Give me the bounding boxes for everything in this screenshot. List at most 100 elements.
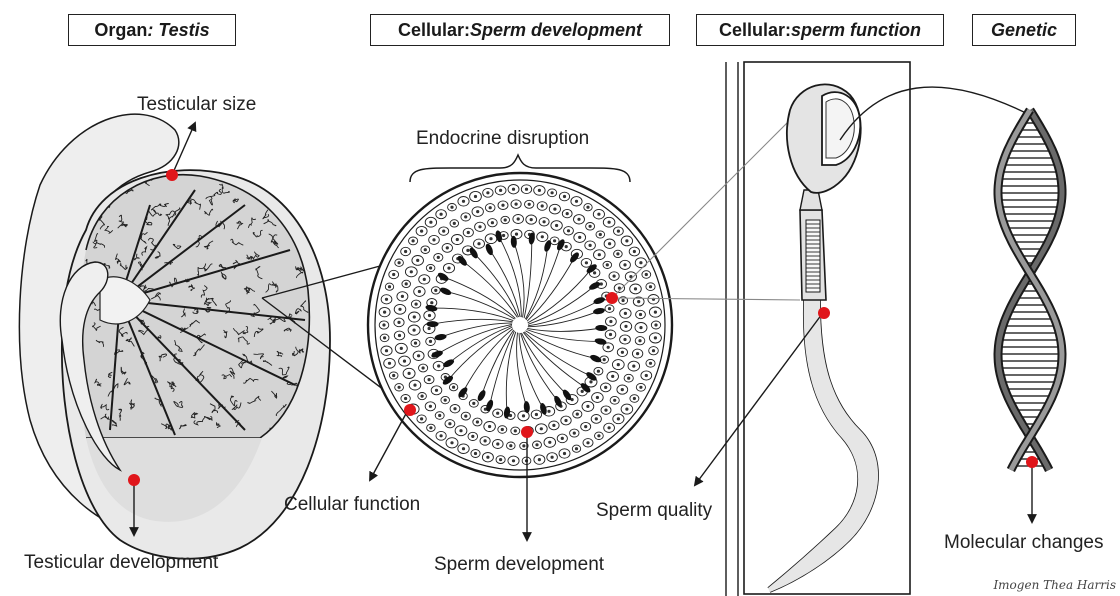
germ-cell-nucleus bbox=[541, 235, 544, 238]
germ-cell-nucleus bbox=[578, 236, 581, 239]
germ-cell-nucleus bbox=[474, 195, 477, 198]
germ-cell-nucleus bbox=[621, 351, 624, 354]
germ-cell-nucleus bbox=[476, 210, 479, 213]
germ-cell-nucleus bbox=[525, 188, 528, 191]
germ-cell-nucleus bbox=[414, 342, 417, 345]
germ-cell-nucleus bbox=[563, 195, 566, 198]
germ-cell-nucleus bbox=[447, 267, 450, 270]
germ-cell-nucleus bbox=[633, 250, 636, 253]
germ-cell-nucleus bbox=[564, 419, 567, 422]
germ-cell-nucleus bbox=[581, 390, 584, 393]
germ-cell-nucleus bbox=[444, 399, 447, 402]
germ-cell-nucleus bbox=[501, 204, 504, 207]
germ-cell-nucleus bbox=[638, 339, 641, 342]
germ-cell-nucleus bbox=[608, 307, 611, 310]
germ-cell-nucleus bbox=[541, 204, 544, 207]
germ-cell-nucleus bbox=[388, 362, 391, 365]
germ-cell-nucleus bbox=[499, 458, 502, 461]
germ-cell-nucleus bbox=[617, 230, 620, 233]
germ-cell-nucleus bbox=[586, 405, 589, 408]
germ-cell-nucleus bbox=[471, 435, 474, 438]
marker-sperm-quality bbox=[818, 307, 830, 319]
germ-cell-nucleus bbox=[538, 458, 541, 461]
germ-cell-nucleus bbox=[639, 313, 642, 316]
germ-cell-nucleus bbox=[609, 320, 612, 323]
germ-cell-nucleus bbox=[551, 456, 554, 459]
germ-cell-nucleus bbox=[398, 261, 401, 264]
germ-cell-nucleus bbox=[504, 218, 507, 221]
germ-cell-nucleus bbox=[608, 221, 611, 224]
germ-cell-nucleus bbox=[385, 298, 388, 301]
germ-cell-nucleus bbox=[437, 256, 440, 259]
germ-cell-nucleus bbox=[404, 250, 407, 253]
germ-cell-nucleus bbox=[586, 206, 589, 209]
marker-sperm-development bbox=[521, 426, 533, 438]
germ-cell-nucleus bbox=[472, 402, 475, 405]
label-testicular-size: Testicular size bbox=[137, 94, 256, 116]
germ-cell-nucleus bbox=[639, 386, 642, 389]
sperm-drawing bbox=[768, 84, 878, 592]
germ-cell-nucleus bbox=[453, 222, 456, 225]
germ-cell-nucleus bbox=[607, 346, 610, 349]
germ-cell-nucleus bbox=[621, 388, 624, 391]
germ-cell-nucleus bbox=[429, 405, 432, 408]
germ-cell-nucleus bbox=[466, 249, 469, 252]
germ-cell-nucleus bbox=[435, 389, 438, 392]
germ-cell-nucleus bbox=[432, 238, 435, 241]
germ-cell-nucleus bbox=[598, 253, 601, 256]
germ-cell-nucleus bbox=[604, 386, 607, 389]
germ-cell-nucleus bbox=[410, 270, 413, 273]
germ-cell-nucleus bbox=[452, 386, 455, 389]
germ-cell-nucleus bbox=[428, 327, 431, 330]
germ-cell-nucleus bbox=[423, 278, 426, 281]
germ-cell-nucleus bbox=[413, 384, 416, 387]
germ-cell-nucleus bbox=[496, 412, 499, 415]
germ-cell-nucleus bbox=[623, 338, 626, 341]
arrow-sperm-quality bbox=[695, 314, 822, 485]
germ-cell-nucleus bbox=[649, 285, 652, 288]
germ-cell-nucleus bbox=[515, 203, 518, 206]
germ-cell-nucleus bbox=[553, 208, 556, 211]
germ-cell-nucleus bbox=[477, 242, 480, 245]
germ-cell-nucleus bbox=[413, 329, 416, 332]
tubule-curl bbox=[302, 193, 310, 203]
germ-cell-nucleus bbox=[440, 213, 443, 216]
germ-cell-nucleus bbox=[392, 273, 395, 276]
germ-cell-nucleus bbox=[417, 354, 420, 357]
germ-cell-nucleus bbox=[577, 218, 580, 221]
germ-cell-nucleus bbox=[486, 456, 489, 459]
germ-cell-nucleus bbox=[424, 248, 427, 251]
germ-cell-nucleus bbox=[543, 220, 546, 223]
label-testicular-development: Testicular development bbox=[24, 552, 218, 574]
germ-cell-nucleus bbox=[584, 425, 587, 428]
germ-cell-nucleus bbox=[459, 429, 462, 432]
germ-cell-nucleus bbox=[515, 233, 518, 236]
germ-cell-nucleus bbox=[462, 447, 465, 450]
marker-cellular-function bbox=[404, 404, 416, 416]
germ-cell-nucleus bbox=[488, 425, 491, 428]
arrow-cellular-function bbox=[370, 410, 408, 480]
germ-cell-nucleus bbox=[609, 333, 612, 336]
marker-molecular-changes bbox=[1026, 456, 1038, 468]
germ-cell-nucleus bbox=[420, 230, 423, 233]
germ-cell-nucleus bbox=[600, 282, 603, 285]
artist-signature: Imogen Thea Harris bbox=[993, 578, 1116, 592]
germ-cell-nucleus bbox=[502, 234, 505, 237]
germ-cell-nucleus bbox=[400, 347, 403, 350]
germ-cell-nucleus bbox=[429, 426, 432, 429]
tubule-cross-section bbox=[368, 173, 672, 477]
germ-cell-nucleus bbox=[625, 408, 628, 411]
germ-cell-nucleus bbox=[603, 358, 606, 361]
germ-cell-nucleus bbox=[625, 239, 628, 242]
germ-cell-nucleus bbox=[456, 238, 459, 241]
germ-cell-nucleus bbox=[622, 299, 625, 302]
germ-cell-nucleus bbox=[397, 321, 400, 324]
germ-cell-nucleus bbox=[453, 407, 456, 410]
germ-cell-nucleus bbox=[385, 349, 388, 352]
germ-cell-nucleus bbox=[450, 441, 453, 444]
germ-cell-nucleus bbox=[478, 225, 481, 228]
germ-cell-nucleus bbox=[589, 244, 592, 247]
germ-cell-nucleus bbox=[420, 417, 423, 420]
germ-cell-nucleus bbox=[654, 323, 657, 326]
germ-cell-nucleus bbox=[595, 417, 598, 420]
